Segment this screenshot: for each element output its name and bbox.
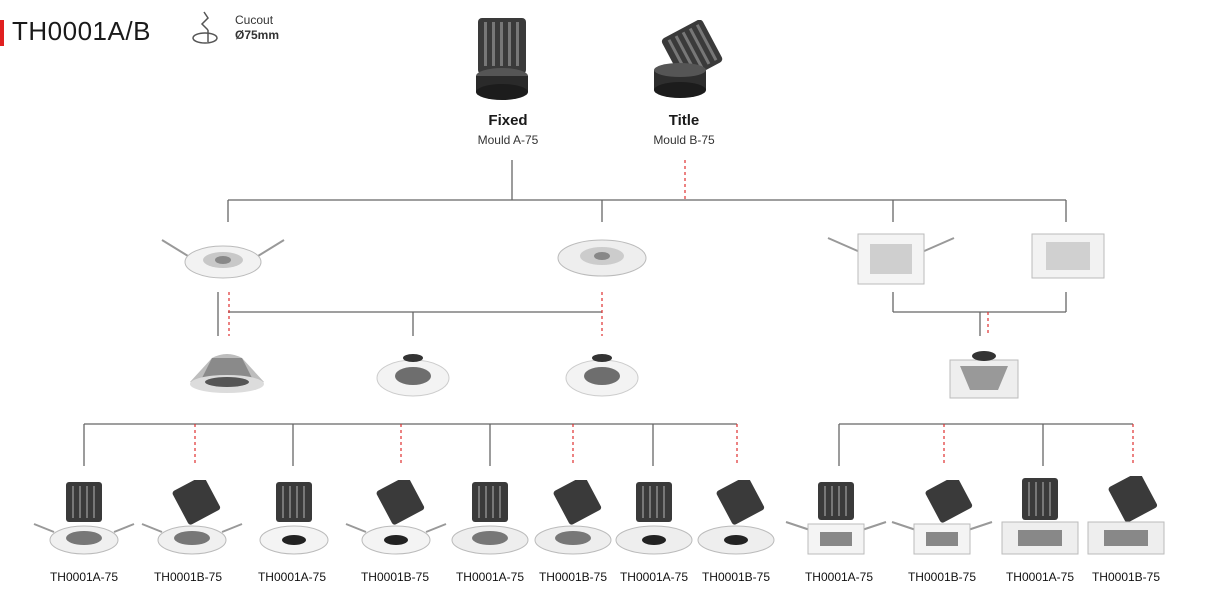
product-label: TH0001B-75 [538,570,608,584]
product-label: TH0001B-75 [1091,570,1161,584]
reflector-white-trimless-image [562,350,642,400]
product-image-8 [694,480,778,560]
product-image-12 [1084,476,1168,560]
round-trimless-housing-image [556,234,648,280]
product-label: TH0001A-75 [49,570,119,584]
product-image-11 [998,476,1082,560]
square-trim-housing-image [826,226,956,290]
product-label: TH0001B-75 [907,570,977,584]
product-label: TH0001B-75 [701,570,771,584]
product-image-6 [531,480,615,560]
reflector-square-image [946,346,1022,402]
product-image-2 [140,480,244,560]
module-mould-title: Mould B-75 [653,133,715,147]
product-label: TH0001A-75 [1005,570,1075,584]
product-image-9 [784,480,888,560]
module-name-title: Title [668,112,700,129]
product-image-1 [32,480,136,560]
product-label: TH0001A-75 [619,570,689,584]
product-image-4 [344,480,448,560]
reflector-chrome-image [186,348,268,398]
product-image-3 [242,480,346,560]
cutout-value: Ø75mm [235,28,280,42]
module-mould-fixed: Mould A-75 [477,133,539,147]
square-trimless-housing-image [1030,230,1106,282]
cutout-icon [186,8,226,48]
product-label: TH0001B-75 [360,570,430,584]
reflector-white-image [373,350,453,400]
fixed-module-image [470,14,534,104]
product-label: TH0001A-75 [804,570,874,584]
solid-connectors [83,160,1133,466]
product-image-10 [890,480,994,560]
product-label: TH0001B-75 [153,570,223,584]
round-trim-housing-image [158,230,288,286]
title-module-image [648,20,734,106]
cutout-label: Cucout [235,13,274,27]
title-accent-bar [0,20,4,46]
module-name-fixed: Fixed [488,112,528,129]
product-label: TH0001A-75 [455,570,525,584]
product-image-7 [612,480,696,560]
product-label: TH0001A-75 [257,570,327,584]
product-image-5 [448,480,532,560]
dashed-connectors [194,160,1134,466]
product-title: TH0001A/B [12,16,151,46]
